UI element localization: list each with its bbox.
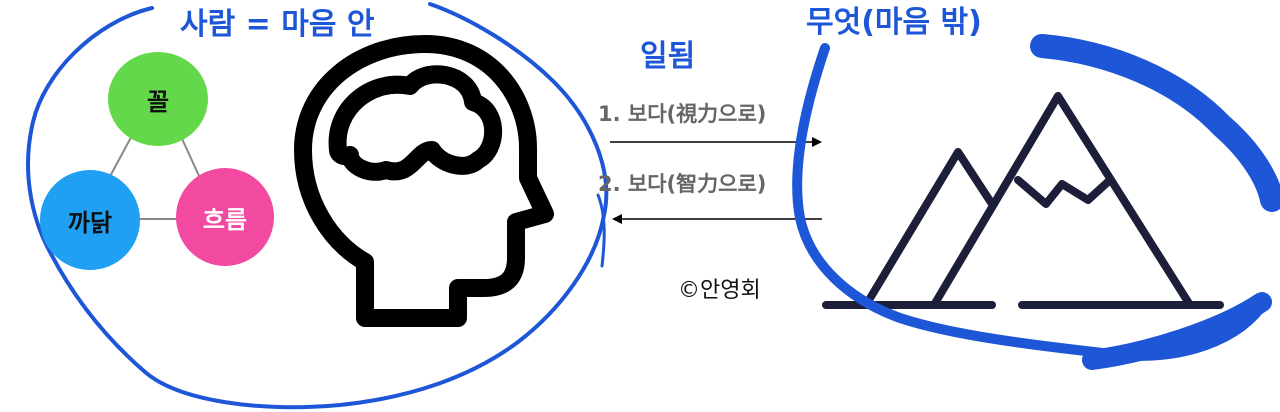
right-title: 무엇(마음 밖) [806, 5, 982, 40]
node-form-label: 꼴 [146, 87, 170, 116]
head-brain-icon [294, 35, 554, 327]
arrow-left [612, 214, 822, 224]
mind-outside-boundary-stroke [1082, 292, 1272, 370]
node-reason: 까닭 [40, 170, 140, 270]
mountain-icon [822, 92, 1224, 309]
copyright-label: ©안영회 [678, 278, 761, 303]
mind-inside-boundary-stroke [596, 193, 606, 268]
step-1-label: 1. 보다(視力으로) [598, 102, 767, 126]
mind-inside-boundary [26, 2, 609, 410]
arrow-right [610, 137, 822, 147]
node-flow-label: 흐름 [202, 205, 248, 234]
mind-outside-boundary-stroke [1030, 34, 1280, 212]
node-form: 꼴 [108, 52, 208, 146]
left-title: 사람 = 마음 안 [180, 7, 375, 42]
node-flow: 흐름 [176, 168, 274, 266]
mind-outside-boundary-stroke [792, 43, 1271, 361]
node-reason-label: 까닭 [67, 208, 113, 237]
center-title: 일됨 [640, 39, 696, 74]
step-2-label: 2. 보다(智力으로) [598, 172, 767, 196]
